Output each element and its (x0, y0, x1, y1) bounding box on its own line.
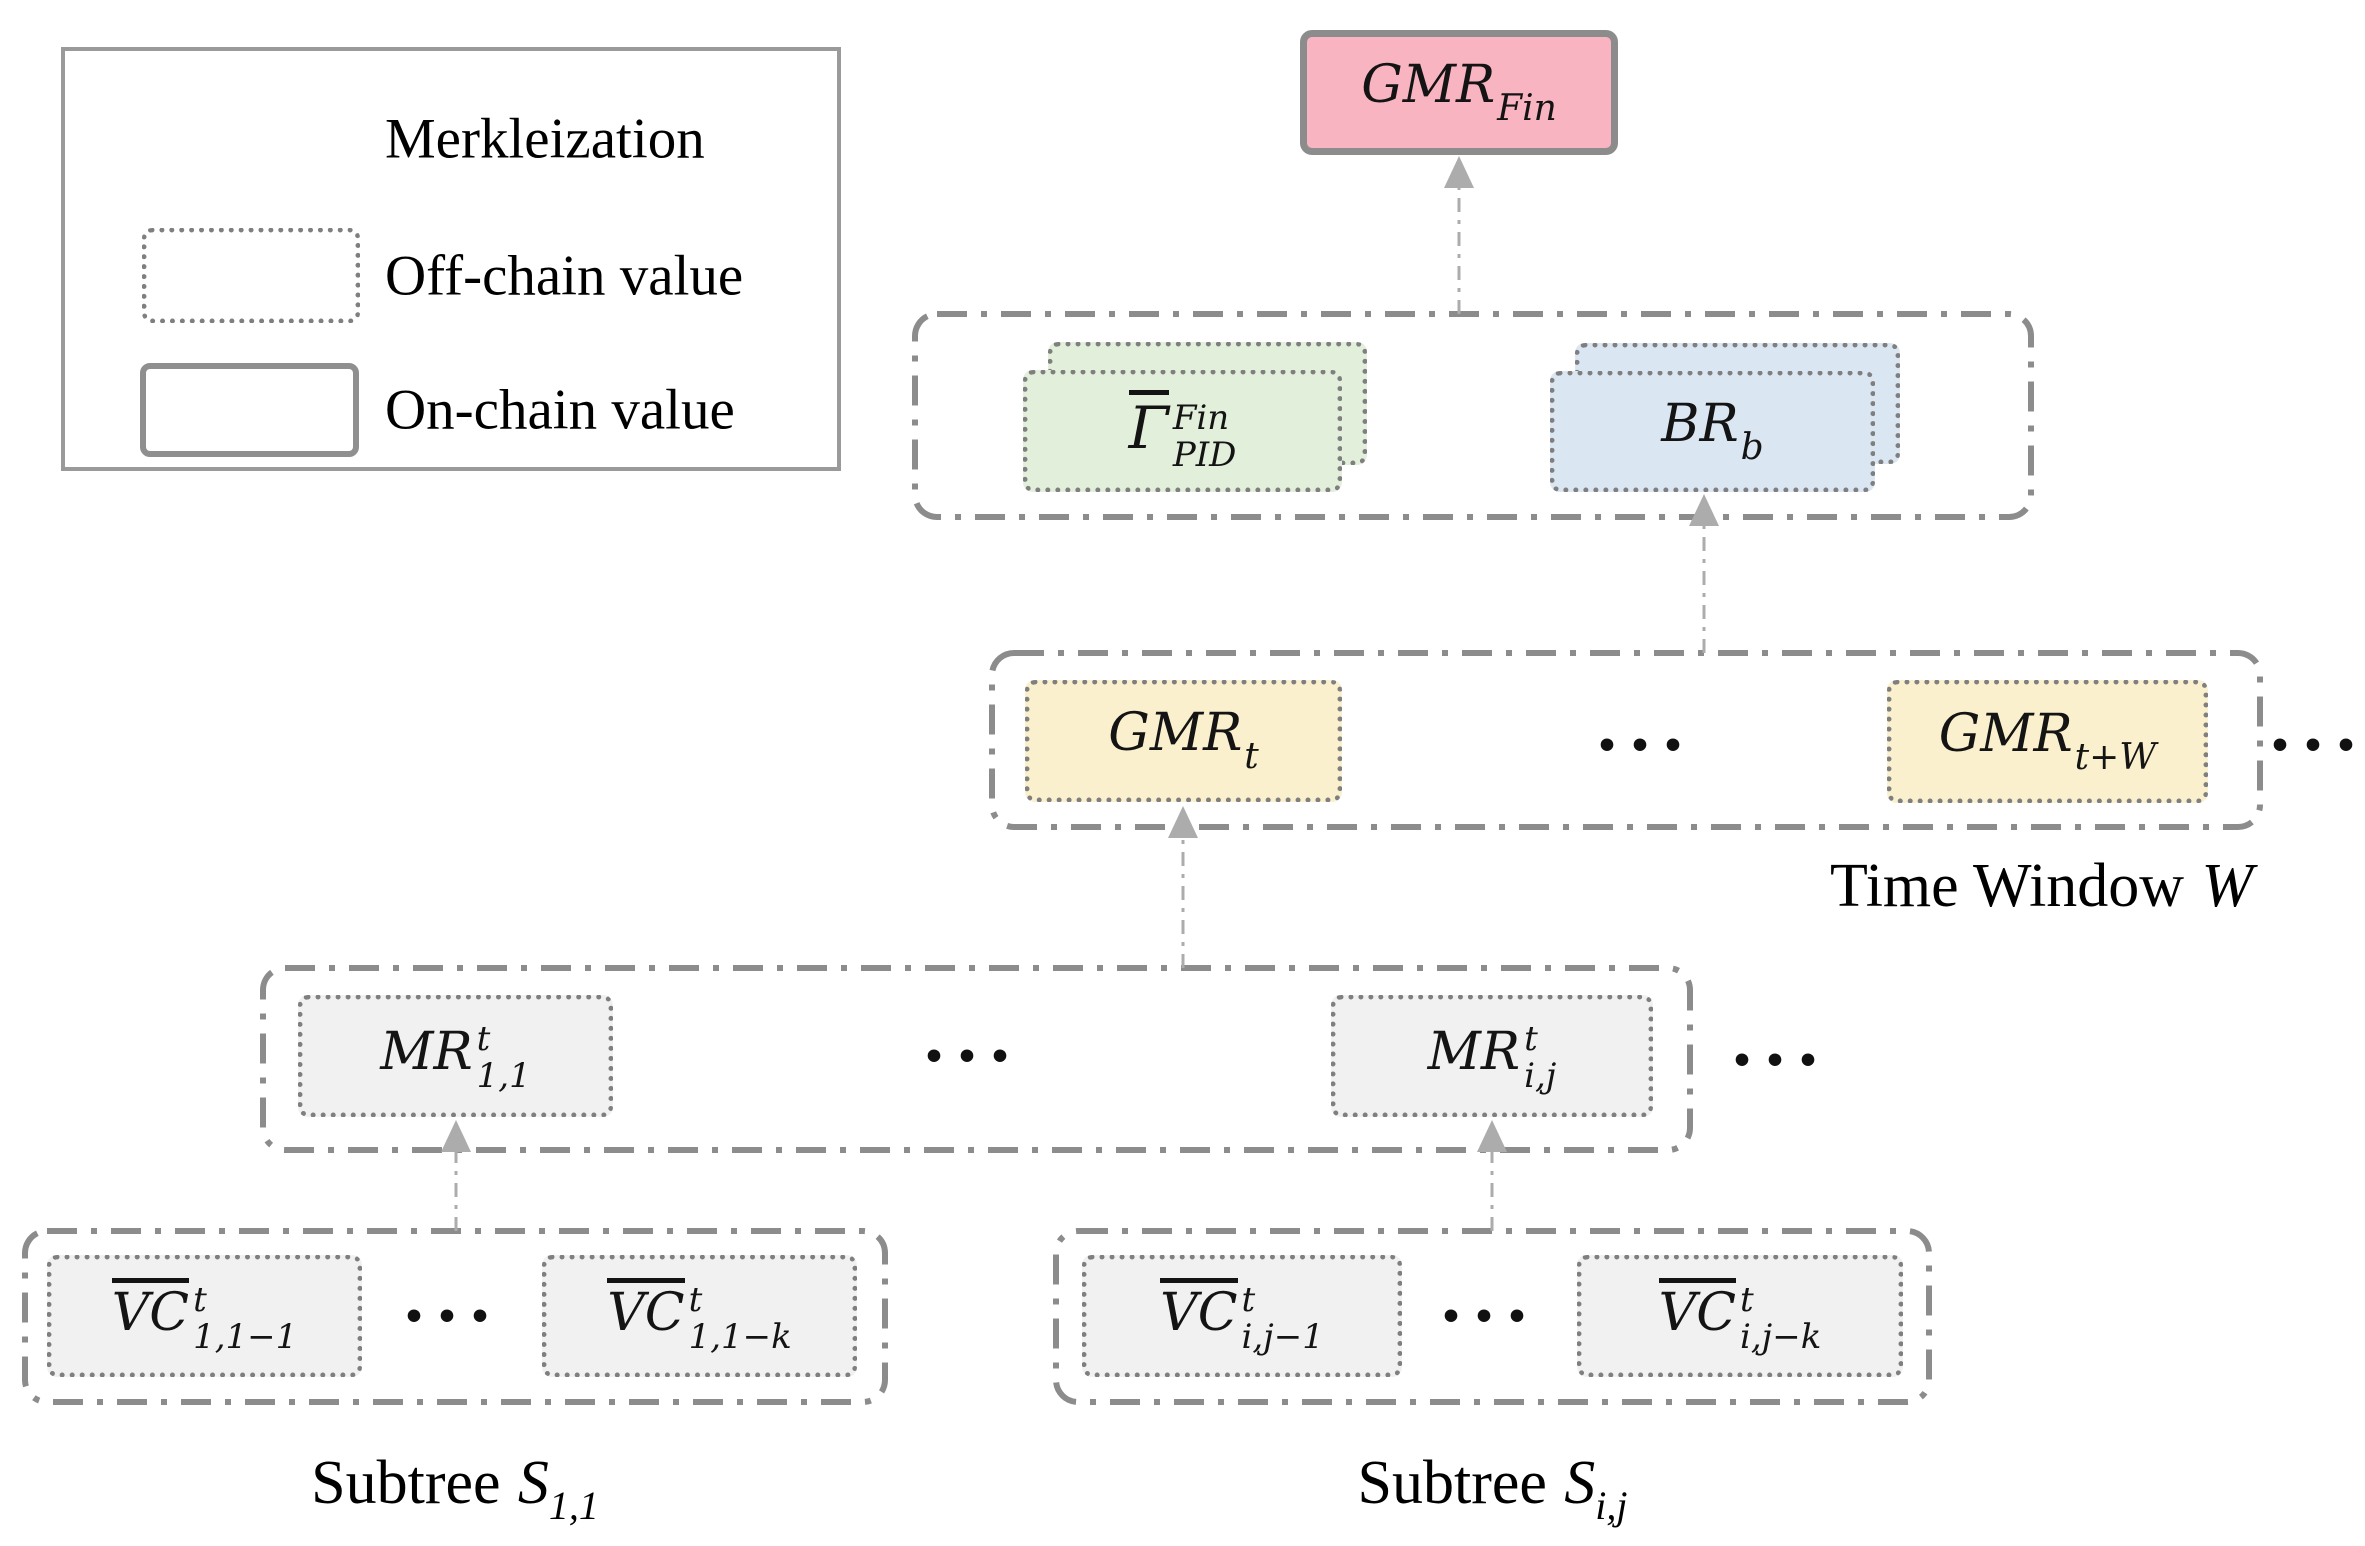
time-window-caption-var: W (2201, 852, 2254, 920)
subtree-11-caption-var: S (517, 1449, 549, 1517)
gmr-t-subscript: t (1244, 736, 1259, 777)
vc-1-1-1-base: VC (111, 1278, 190, 1339)
ellipsis-subtree-ij: ••• (1439, 1297, 1539, 1338)
ellipsis-subtree-11: ••• (402, 1297, 502, 1338)
subtree-ij-caption-var: S (1564, 1449, 1596, 1517)
gmr-fin-base: GMR (1361, 54, 1496, 115)
gmr-fin-node: GMRFin (1300, 30, 1618, 155)
mr-ij-subscript: i,j (1524, 1056, 1557, 1096)
subtree-ij-caption-text: Subtree (1357, 1449, 1547, 1517)
gamma-pid-base: Γ (1128, 390, 1169, 457)
arrowhead-to-gmr-t (1168, 806, 1198, 838)
vc-1-1-1-superscript: t (193, 1280, 207, 1321)
legend-label-merkleization: Merkleization (385, 107, 705, 171)
ellipsis-gmr-row-inner: ••• (1595, 726, 1695, 767)
gmr-fin-subscript: Fin (1497, 87, 1557, 129)
vc-1-1-k-subscript: 1,1−k (688, 1316, 792, 1357)
vc-1-1-k-base: VC (607, 1278, 685, 1339)
legend-on-chain-swatch (140, 363, 359, 457)
gamma-pid-superscript: Fin (1172, 398, 1230, 439)
vc-i-j-k-superscript: t (1740, 1280, 1754, 1321)
vc-i-j-k-subscript: i,j−k (1740, 1316, 1822, 1357)
legend-off-chain-swatch (142, 228, 360, 323)
mr-11-subscript: 1,1 (476, 1056, 531, 1096)
gmr-t-plus-w-node: GMRt+W (1887, 680, 2208, 803)
subtree-ij-caption-subscript: i,j (1595, 1483, 1628, 1528)
legend-label-on-chain: On-chain value (385, 378, 735, 442)
ellipsis-mr-row-outer: ••• (1730, 1041, 1830, 1082)
vc-i-j-1-subscript: i,j−1 (1241, 1316, 1324, 1357)
merkleization-container-final (912, 311, 2034, 520)
ellipsis-gmr-row-outer: ••• (2268, 726, 2365, 767)
legend-label-off-chain: Off-chain value (385, 244, 744, 308)
gmr-t-plus-w-subscript: t+W (2074, 736, 2157, 778)
br-b-subscript: b (1740, 426, 1764, 468)
br-b-node: BRb (1550, 371, 1875, 492)
gmr-t-base: GMR (1108, 703, 1243, 763)
vc-i-j-1-base: VC (1160, 1278, 1238, 1339)
mr-ij-base: MR (1427, 1022, 1521, 1083)
br-b-base: BR (1661, 393, 1739, 454)
gamma-pid-subscript: PID (1172, 434, 1237, 475)
mr-11-superscript: t (476, 1019, 491, 1060)
vc-1-1-k-superscript: t (688, 1280, 703, 1321)
arrowhead-to-mr-ij (1477, 1120, 1507, 1152)
arrowhead-to-br-b (1689, 494, 1719, 526)
subtree-11-caption-subscript: 1,1 (548, 1483, 599, 1528)
vc-i-j-1-superscript: t (1241, 1280, 1256, 1321)
mr-ij-superscript: t (1524, 1019, 1538, 1060)
mr-11-base: MR (380, 1022, 473, 1083)
merkleization-container-mr (260, 965, 1693, 1153)
subtree-11-caption-text: Subtree (311, 1449, 501, 1517)
time-window-caption-text: Time Window (1830, 852, 2185, 920)
gmr-t-plus-w-base: GMR (1938, 703, 2073, 764)
legend (61, 47, 841, 471)
gmr-t-node: GMRt (1025, 680, 1342, 802)
vc-i-j-k-base: VC (1658, 1278, 1736, 1339)
vc-1-1-1-subscript: 1,1−1 (193, 1316, 298, 1357)
arrowhead-to-mr-11 (441, 1120, 471, 1152)
ellipsis-mr-row-inner: ••• (922, 1037, 1022, 1078)
arrowhead-to-gmr-fin (1444, 156, 1474, 188)
